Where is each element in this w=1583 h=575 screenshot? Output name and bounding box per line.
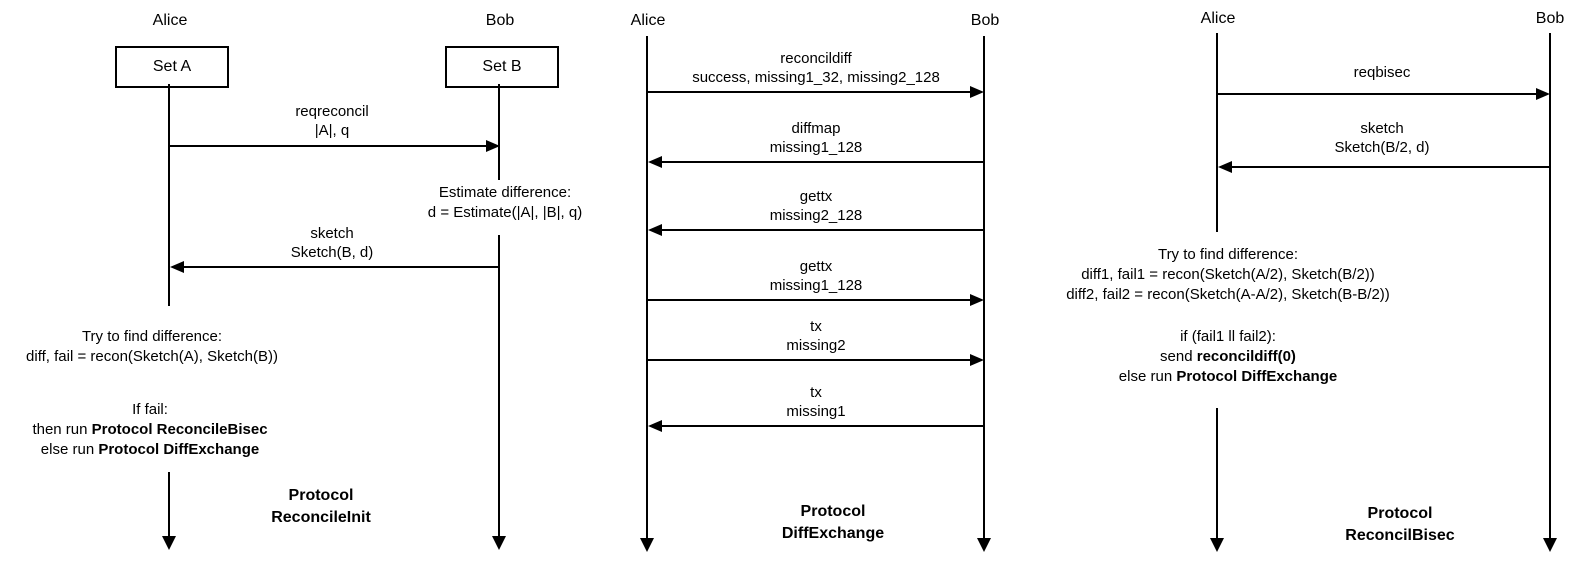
message-line (648, 299, 970, 301)
message-params: missing1 (786, 403, 846, 420)
bob-lifeline (498, 84, 500, 180)
note-line: Estimate difference: (438, 184, 572, 201)
message-title: reconcildiff (780, 50, 852, 67)
set-b-box: Set B (445, 46, 559, 88)
alice-lifeline (646, 36, 648, 538)
note-line: send reconcildiff(0) (1160, 348, 1296, 365)
message-params: |A|, q (314, 122, 350, 139)
branch-note: if (fail1 ll fail2): send reconcildiff(0… (1119, 327, 1337, 387)
message-line (1218, 93, 1536, 95)
lifeline-arrowhead-icon (977, 538, 991, 552)
alice-lifeline (168, 84, 170, 306)
message-line (648, 91, 970, 93)
bob-lifeline (983, 36, 985, 538)
protocol-title: Protocol ReconcileInit (271, 487, 371, 526)
message-title: tx (810, 384, 822, 401)
note-line: diff2, fail2 = recon(Sketch(A-A/2), Sket… (1066, 286, 1390, 303)
note-line: diff1, fail1 = recon(Sketch(A/2), Sketch… (1081, 266, 1375, 283)
arrowhead-left-icon (170, 261, 184, 273)
message-title: gettx (799, 258, 833, 275)
note-line: if (fail1 ll fail2): (1180, 328, 1276, 345)
message-title: reqbisec (1353, 64, 1411, 81)
message-label: reconcildiff success, missing1_32, missi… (692, 49, 940, 87)
message-label: diffmap missing1_128 (770, 119, 863, 157)
note-line: Try to find difference: (81, 328, 223, 345)
lifeline-arrowhead-icon (1543, 538, 1557, 552)
message-title: sketch (310, 225, 354, 242)
actor-alice-label: Alice (630, 12, 666, 29)
try-note: Try to find difference: diff, fail = rec… (26, 327, 278, 367)
message-title: diffmap (791, 120, 841, 137)
message-line (648, 359, 970, 361)
message-line (184, 266, 500, 268)
arrowhead-left-icon (648, 420, 662, 432)
arrowhead-left-icon (648, 156, 662, 168)
message-line (662, 229, 984, 231)
actor-bob-label: Bob (1535, 10, 1565, 27)
alice-lifeline (168, 472, 170, 536)
estimate-note: Estimate difference: d = Estimate(|A|, |… (428, 183, 582, 223)
message-line (662, 161, 984, 163)
lifeline-arrowhead-icon (492, 536, 506, 550)
bob-lifeline (1549, 33, 1551, 538)
note-line: d = Estimate(|A|, |B|, q) (427, 204, 583, 221)
lifeline-arrowhead-icon (1210, 538, 1224, 552)
arrowhead-right-icon (486, 140, 500, 152)
arrowhead-right-icon (970, 354, 984, 366)
arrowhead-right-icon (970, 294, 984, 306)
arrowhead-right-icon (970, 86, 984, 98)
try-note: Try to find difference: diff1, fail1 = r… (1066, 245, 1390, 305)
actor-alice-label: Alice (152, 12, 188, 29)
message-label: sketch Sketch(B, d) (291, 224, 374, 262)
alice-lifeline (1216, 33, 1218, 232)
message-params: missing1_128 (769, 277, 863, 294)
lifeline-arrowhead-icon (162, 536, 176, 550)
arrowhead-left-icon (1218, 161, 1232, 173)
message-label: tx missing2 (786, 317, 845, 355)
actor-bob-label: Bob (485, 12, 515, 29)
alice-lifeline (1216, 408, 1218, 538)
note-line: diff, fail = recon(Sketch(A), Sketch(B)) (26, 348, 278, 365)
message-params: success, missing1_32, missing2_128 (692, 69, 940, 86)
arrowhead-left-icon (648, 224, 662, 236)
message-label: reqbisec (1354, 63, 1411, 82)
message-params: missing2 (786, 337, 846, 354)
message-label: reqreconcil |A|, q (295, 102, 368, 140)
note-line: else run Protocol DiffExchange (1118, 368, 1338, 385)
protocol-title: Protocol DiffExchange (781, 503, 885, 542)
message-params: missing2_128 (769, 207, 863, 224)
set-a-box-label: Set A (152, 58, 192, 75)
note-line: then run Protocol ReconcileBisec (32, 421, 268, 438)
message-label: sketch Sketch(B/2, d) (1334, 119, 1429, 157)
message-params: missing1_128 (769, 139, 863, 156)
message-params: Sketch(B, d) (290, 244, 374, 261)
message-title: gettx (799, 188, 833, 205)
message-label: gettx missing2_128 (770, 187, 863, 225)
message-line (170, 145, 486, 147)
message-label: gettx missing1_128 (770, 257, 863, 295)
bob-lifeline (498, 235, 500, 536)
message-title: tx (810, 318, 822, 335)
message-line (662, 425, 984, 427)
protocol-title: Protocol ReconcilBisec (1345, 505, 1455, 544)
note-line: Try to find difference: (1157, 246, 1299, 263)
message-title: sketch (1360, 120, 1404, 137)
set-b-box-label: Set B (482, 58, 522, 75)
note-line: else run Protocol DiffExchange (40, 441, 260, 458)
message-line (1232, 166, 1550, 168)
message-title: reqreconcil (295, 103, 369, 120)
message-label: tx missing1 (786, 383, 845, 421)
branch-note: If fail: then run Protocol ReconcileBise… (32, 400, 267, 460)
message-params: Sketch(B/2, d) (1334, 139, 1430, 156)
arrowhead-right-icon (1536, 88, 1550, 100)
lifeline-arrowhead-icon (640, 538, 654, 552)
note-line: If fail: (132, 401, 168, 418)
set-a-box: Set A (115, 46, 229, 88)
actor-alice-label: Alice (1200, 10, 1236, 27)
actor-bob-label: Bob (970, 12, 1000, 29)
